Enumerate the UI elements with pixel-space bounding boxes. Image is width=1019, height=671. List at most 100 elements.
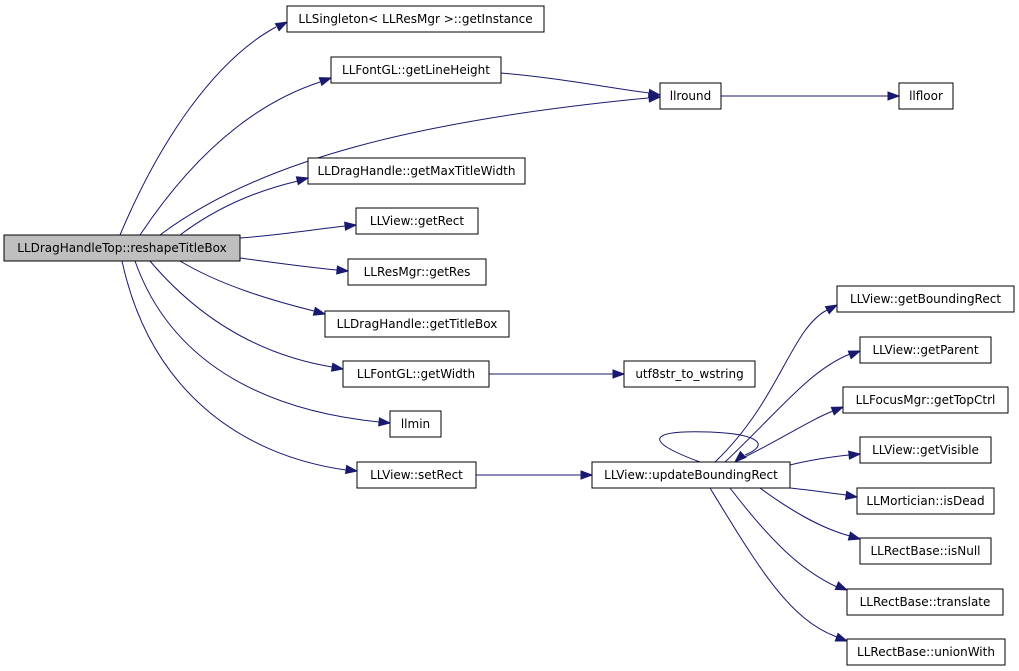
edge-updbound-to-translate <box>729 487 849 591</box>
edge-lineheight-to-llround <box>500 72 662 99</box>
node-label: llfloor <box>909 89 943 103</box>
arrowhead <box>834 632 849 642</box>
node-label: LLView::updateBoundingRect <box>604 468 778 482</box>
arrowhead <box>612 369 626 379</box>
node-box <box>342 360 490 388</box>
node-isnull[interactable]: LLRectBase::isNull <box>859 537 992 565</box>
node-getres[interactable]: LLResMgr::getRes <box>347 258 487 286</box>
edge-path <box>734 410 834 463</box>
edge-path <box>714 309 828 463</box>
edge-root-to-llmin <box>134 260 392 427</box>
node-label: LLFocusMgr::getTopCtrl <box>856 393 996 407</box>
node-isdead[interactable]: LLMortician::isDead <box>856 487 995 515</box>
edges <box>119 21 901 642</box>
node-llmin[interactable]: llmin <box>389 410 442 438</box>
edge-root-to-getrect <box>239 221 358 239</box>
node-setrect[interactable]: LLView::setRect <box>356 461 477 489</box>
node-updbound[interactable]: LLView::updateBoundingRect <box>591 461 791 489</box>
node-titlebox[interactable]: LLDragHandle::getTitleBox <box>324 310 510 338</box>
arrowhead <box>834 581 849 591</box>
node-box <box>859 436 992 464</box>
node-getrect[interactable]: LLView::getRect <box>355 207 479 235</box>
node-llfloor[interactable]: llfloor <box>898 82 954 110</box>
node-label: LLView::setRect <box>370 468 463 482</box>
edge-updbound-to-unionwith <box>709 487 849 642</box>
edge-path <box>159 97 649 236</box>
node-box <box>347 258 487 286</box>
edge-root-to-setrect <box>121 260 359 475</box>
node-label: LLMortician::isDead <box>866 494 984 508</box>
edge-updbound-to-getparent <box>724 350 862 463</box>
node-getwidth[interactable]: LLFontGL::getWidth <box>342 360 490 388</box>
arrowhead <box>847 531 862 541</box>
edge-updbound-to-isnull <box>759 487 862 541</box>
node-getparent[interactable]: LLView::getParent <box>859 336 992 364</box>
edge-getwidth-to-utf8 <box>489 369 626 379</box>
node-label: LLDragHandle::getMaxTitleWidth <box>317 164 515 178</box>
nodes: LLDragHandleTop::reshapeTitleBox LLSingle… <box>3 5 1015 666</box>
edge-path <box>500 72 650 94</box>
arrowhead <box>312 306 327 316</box>
node-label: LLView::getParent <box>872 343 978 357</box>
arrowhead <box>295 176 310 186</box>
node-root[interactable]: LLDragHandleTop::reshapeTitleBox <box>3 234 241 262</box>
edge-updbound-to-isdead <box>789 487 859 500</box>
edge-updbound-to-topctrl <box>734 406 845 463</box>
edge-root-to-titlebox <box>179 260 327 316</box>
edge-llround-to-llfloor <box>721 91 901 101</box>
node-box <box>591 461 791 489</box>
node-box <box>846 588 1004 616</box>
node-label: LLFontGL::getWidth <box>357 367 475 381</box>
arrowhead <box>580 470 594 480</box>
node-unionwith[interactable]: LLRectBase::unionWith <box>846 638 1006 666</box>
node-label: LLRectBase::unionWith <box>857 645 995 659</box>
arrowhead <box>378 417 392 427</box>
node-label: LLView::getVisible <box>872 443 979 457</box>
node-box <box>330 56 502 84</box>
node-label: LLDragHandleTop::reshapeTitleBox <box>17 241 226 255</box>
edge-path <box>121 260 347 471</box>
arrowhead <box>824 304 839 315</box>
node-box <box>856 487 995 515</box>
node-label: LLSingleton< LLResMgr >::getInstance <box>298 12 532 26</box>
edge-root-to-maxtitle <box>179 176 310 236</box>
edge-setrect-to-updbound <box>476 470 594 480</box>
edge-root-to-getwidth <box>149 260 345 372</box>
edge-path <box>119 26 277 236</box>
edge-path <box>729 487 838 588</box>
node-box <box>859 537 992 565</box>
node-box <box>836 285 1015 313</box>
arrowhead <box>887 91 901 101</box>
edge-path <box>179 180 299 236</box>
arrowhead <box>274 21 289 32</box>
arrowhead <box>830 406 845 416</box>
edge-path <box>239 225 346 239</box>
edge-path <box>724 353 851 463</box>
node-visible[interactable]: LLView::getVisible <box>859 436 992 464</box>
node-box <box>356 461 477 489</box>
node-box <box>355 207 479 235</box>
arrowhead <box>336 265 350 275</box>
edge-path <box>759 487 851 537</box>
node-utf8[interactable]: utf8str_to_wstring <box>623 360 756 388</box>
node-translate[interactable]: LLRectBase::translate <box>846 588 1004 616</box>
node-box <box>3 234 241 262</box>
arrowhead <box>847 350 862 360</box>
node-lineheight[interactable]: LLFontGL::getLineHeight <box>330 56 502 84</box>
arrowhead <box>318 77 333 87</box>
node-box <box>842 386 1009 414</box>
node-topctrl[interactable]: LLFocusMgr::getTopCtrl <box>842 386 1009 414</box>
node-singleton[interactable]: LLSingleton< LLResMgr >::getInstance <box>286 5 545 33</box>
edge-root-to-singleton <box>119 21 289 236</box>
edge-path <box>789 454 850 466</box>
arrowhead <box>647 88 662 99</box>
node-maxtitle[interactable]: LLDragHandle::getMaxTitleWidth <box>307 157 526 185</box>
node-label: LLDragHandle::getTitleBox <box>337 317 498 331</box>
node-getbound[interactable]: LLView::getBoundingRect <box>836 285 1015 313</box>
edge-updbound-to-getbound <box>714 304 839 463</box>
edge-root-to-getres <box>239 257 350 275</box>
node-llround[interactable]: llround <box>659 82 722 110</box>
edge-path <box>659 431 759 463</box>
node-label: LLView::getRect <box>370 214 464 228</box>
